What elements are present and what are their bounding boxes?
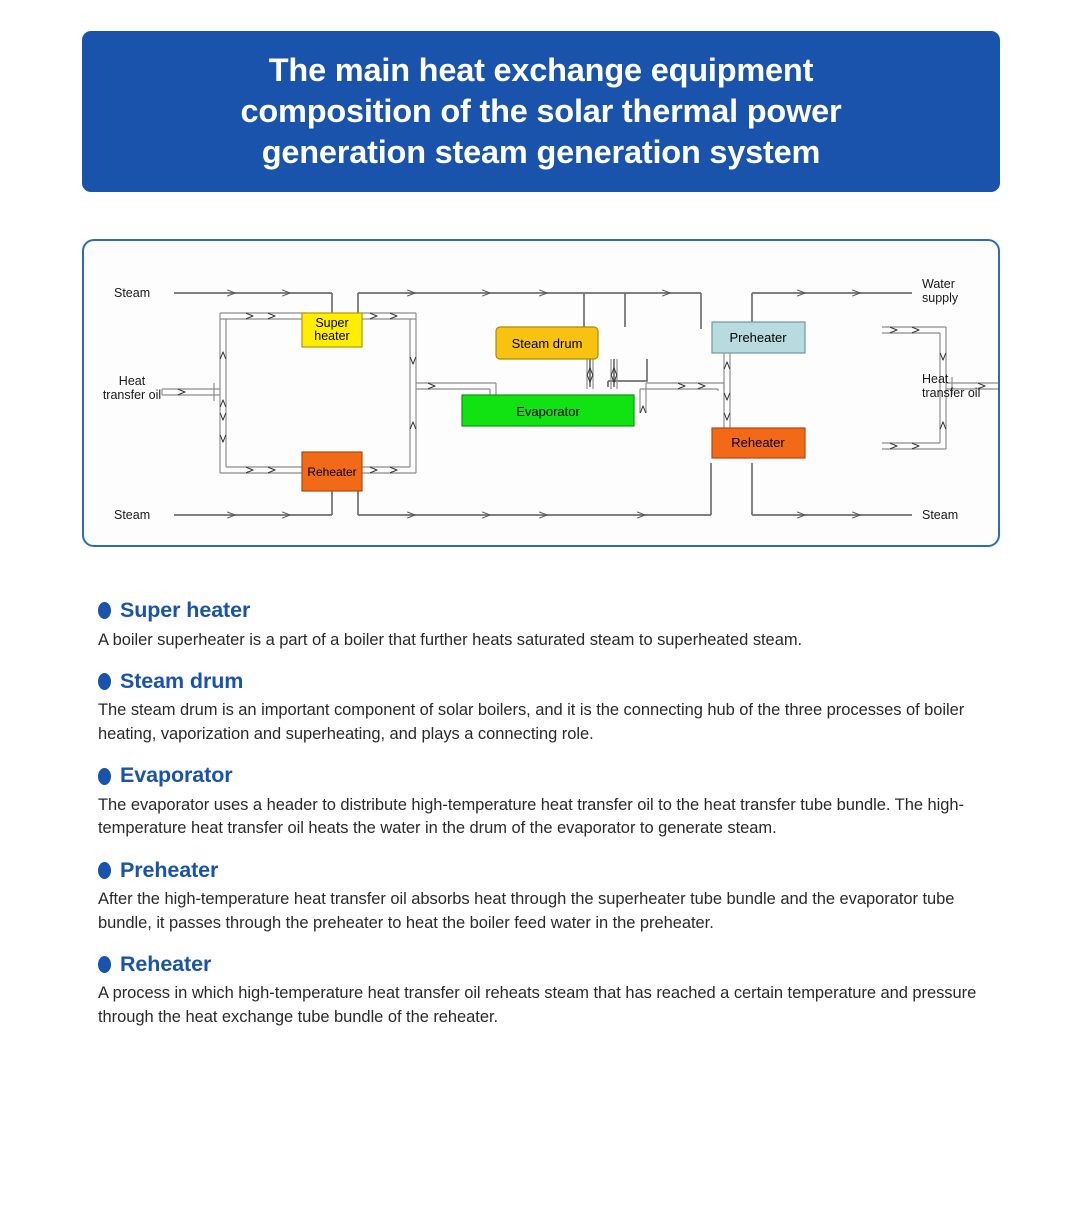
box-label-reheater-left: Reheater <box>307 465 356 479</box>
bullet-icon <box>98 673 111 691</box>
box-label-steam-drum: Steam drum <box>512 336 583 351</box>
section-body-preheater: After the high-temperature heat transfer… <box>98 890 955 932</box>
section-title-super-heater: Super heater <box>120 598 251 622</box>
box-label-reheater-right: Reheater <box>731 435 785 450</box>
diagram-box-reheater-right[interactable]: Reheater <box>711 427 806 459</box>
section-body-steam-drum: The steam drum is an important component… <box>98 701 965 743</box>
box-label-super-heater-line2: heater <box>314 329 349 343</box>
edge-label-water-supply-line2: supply <box>922 291 959 305</box>
section-evaporator: Evaporator The evaporator uses a header … <box>98 765 1006 840</box>
diagram-box-evaporator[interactable]: Evaporator <box>461 394 635 427</box>
section-steam-drum: Steam drum The steam drum is an importan… <box>98 668 1006 746</box>
section-heading: Preheater <box>98 857 1006 882</box>
section-body-evaporator: The evaporator uses a header to distribu… <box>98 795 964 838</box>
edge-label-steam-bottom-right: Steam <box>922 508 958 522</box>
edge-label-steam-bottom-left: Steam <box>114 508 150 522</box>
left-oil-loop-piping <box>161 312 417 474</box>
bullet-icon <box>98 861 111 879</box>
section-heading: Reheater <box>98 951 1006 976</box>
sections-list: Super heater A boiler superheater is a p… <box>98 598 1006 1038</box>
section-title-preheater: Preheater <box>120 857 219 882</box>
edge-label-heat-transfer-oil-right-line2: transfer oil <box>922 386 980 400</box>
diagram-card: Super heater Reheater Steam drum Evapora… <box>82 239 1000 547</box>
section-reheater: Reheater A process in which high-tempera… <box>98 951 1006 1029</box>
page-title: The main heat exchange equipment composi… <box>240 51 842 171</box>
steam-flow-arrows <box>234 293 860 515</box>
evaporator-return-arrows <box>643 386 705 407</box>
edge-label-water-supply-line1: Water <box>922 277 955 291</box>
section-title-steam-drum: Steam drum <box>120 668 244 693</box>
box-label-evaporator: Evaporator <box>516 404 580 419</box>
edge-label-steam-top-left: Steam <box>114 286 150 300</box>
section-heading: Steam drum <box>98 668 1006 693</box>
left-oil-loop-arrows <box>184 316 413 470</box>
bullet-icon <box>98 602 111 620</box>
diagram-box-reheater-left[interactable]: Reheater <box>301 451 363 492</box>
edge-label-heat-transfer-oil-left-line2: transfer oil <box>103 388 161 402</box>
diagram-box-preheater[interactable]: Preheater <box>711 321 806 354</box>
section-body-super-heater: A boiler superheater is a part of a boil… <box>98 630 803 649</box>
box-label-preheater: Preheater <box>729 330 787 345</box>
box-label-super-heater-line1: Super <box>315 316 348 330</box>
section-heading: Super heater <box>98 598 1006 622</box>
evaporator-return-piping <box>639 382 725 413</box>
drum-evaporator-pipes <box>586 359 618 389</box>
header-banner: The main heat exchange equipment composi… <box>82 31 1000 192</box>
section-title-reheater: Reheater <box>120 951 212 976</box>
bullet-icon <box>98 956 111 974</box>
diagram-box-super-heater[interactable]: Super heater <box>301 312 363 348</box>
section-heading: Evaporator <box>98 765 1006 787</box>
edge-label-heat-transfer-oil-left-line1: Heat <box>119 374 146 388</box>
section-title-evaporator: Evaporator <box>120 763 233 788</box>
diagram-box-steam-drum[interactable]: Steam drum <box>495 326 599 360</box>
bullet-icon <box>98 767 111 785</box>
section-body-reheater: A process in which high-temperature heat… <box>98 984 977 1026</box>
heat-exchange-flow-diagram: Super heater Reheater Steam drum Evapora… <box>103 277 998 522</box>
section-super-heater: Super heater A boiler superheater is a p… <box>98 598 1006 652</box>
section-preheater: Preheater After the high-temperature hea… <box>98 857 1006 935</box>
drum-evaporator-arrows <box>590 368 614 382</box>
edge-label-heat-transfer-oil-right-line1: Heat <box>922 372 949 386</box>
